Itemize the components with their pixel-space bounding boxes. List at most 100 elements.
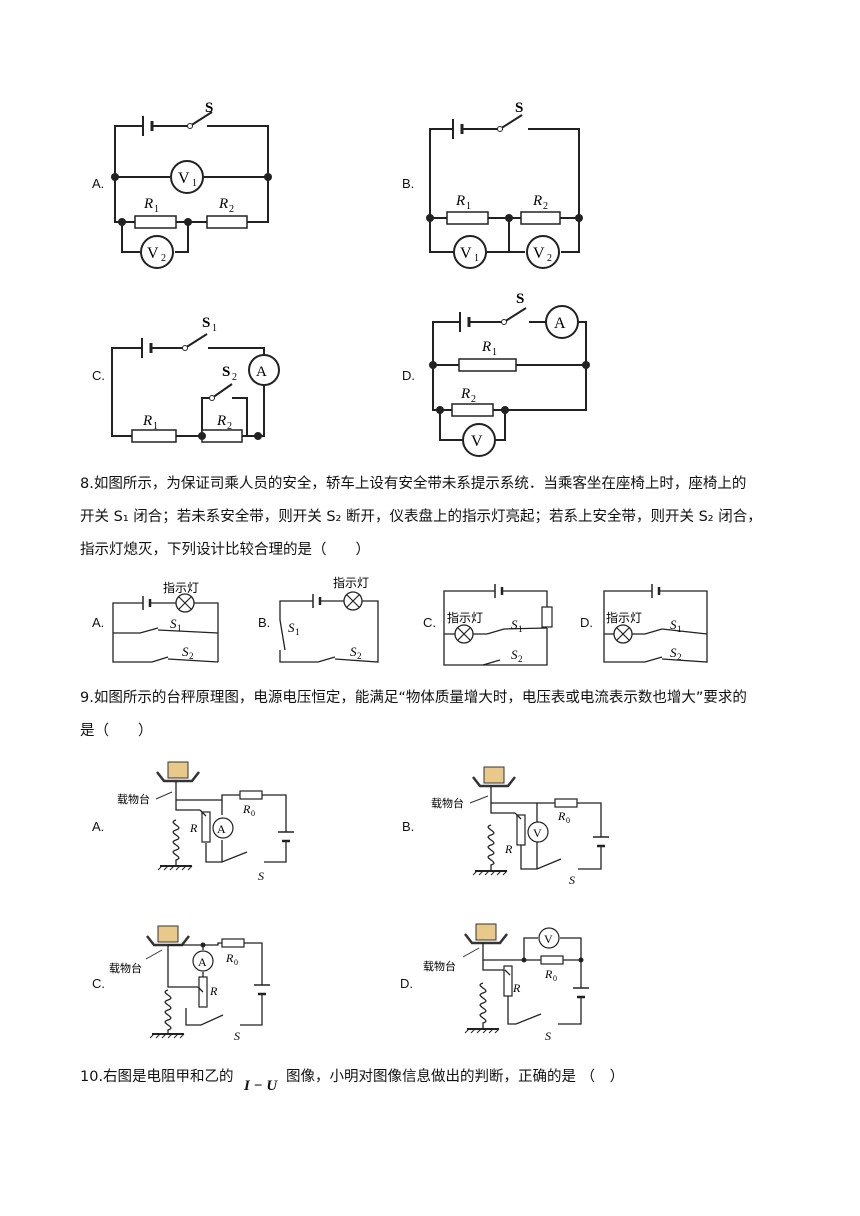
switch-label: S [205, 100, 213, 116]
q7-option-d-label[interactable]: D. [402, 368, 415, 383]
svg-text:A: A [198, 955, 207, 969]
q7-option-b-label[interactable]: B. [402, 176, 415, 191]
svg-text:2: 2 [357, 651, 362, 661]
svg-text:R: R [242, 802, 251, 816]
q8-option-c-label[interactable]: C. [423, 615, 436, 630]
svg-text:V: V [460, 245, 472, 262]
svg-text:0: 0 [553, 974, 557, 983]
q9-line-1: 9.如图所示的台秤原理图，电源电压恒定，能满足“物体质量增大时，电压表或电流表示… [80, 690, 747, 706]
svg-text:1: 1 [295, 627, 300, 637]
q7-option-a-label[interactable]: A. [92, 176, 105, 191]
svg-text:R: R [455, 193, 465, 209]
svg-text:S: S [545, 1029, 551, 1043]
svg-text:R: R [218, 196, 228, 212]
svg-text:2: 2 [189, 651, 194, 661]
svg-text:指示灯: 指示灯 [163, 580, 199, 595]
svg-text:R: R [189, 821, 198, 835]
svg-text:S: S [511, 617, 518, 632]
svg-text:0: 0 [234, 958, 238, 967]
svg-text:1: 1 [474, 253, 479, 264]
svg-text:V: V [533, 245, 545, 262]
svg-text:R: R [544, 967, 553, 981]
svg-text:R: R [142, 413, 152, 429]
svg-text:1: 1 [492, 347, 497, 358]
svg-text:载物台: 载物台 [431, 796, 464, 810]
svg-text:2: 2 [543, 201, 548, 212]
svg-text:S: S [234, 1029, 240, 1043]
svg-text:R: R [209, 984, 218, 998]
svg-text:V: V [178, 170, 190, 187]
svg-text:载物台: 载物台 [423, 959, 456, 973]
svg-text:2: 2 [161, 253, 166, 264]
svg-text:V: V [533, 826, 542, 840]
svg-text:1: 1 [153, 421, 158, 432]
svg-text:2: 2 [547, 253, 552, 264]
svg-text:1: 1 [192, 178, 197, 189]
svg-text:A: A [256, 364, 267, 380]
svg-text:0: 0 [566, 816, 570, 825]
svg-text:R: R [481, 339, 491, 355]
svg-text:S: S [515, 100, 523, 116]
svg-text:载物台: 载物台 [117, 792, 150, 806]
svg-text:2: 2 [232, 372, 237, 383]
svg-text:V: V [147, 245, 159, 262]
svg-text:R: R [143, 196, 153, 212]
q9-question: 9.如图所示的台秤原理图，电源电压恒定，能满足“物体质量增大时，电压表或电流表示… [80, 682, 790, 748]
svg-text:R: R [460, 386, 470, 402]
q9-option-b-label[interactable]: B. [402, 819, 415, 834]
q8-question: 8.如图所示，为保证司乘人员的安全，轿车上设有安全带未系提示系统．当乘客坐在座椅… [80, 468, 780, 567]
svg-text:V: V [471, 433, 483, 450]
svg-text:指示灯: 指示灯 [606, 610, 642, 625]
svg-text:2: 2 [518, 654, 523, 664]
svg-text:0: 0 [251, 809, 255, 818]
svg-text:V: V [544, 932, 553, 946]
svg-text:S: S [511, 647, 518, 662]
svg-text:2: 2 [471, 394, 476, 405]
svg-text:R: R [557, 809, 566, 823]
svg-text:2: 2 [227, 421, 232, 432]
svg-text:A: A [217, 822, 226, 836]
svg-text:R: R [504, 842, 513, 856]
svg-text:指示灯: 指示灯 [333, 575, 369, 590]
q9-line-2: 是（ ） [80, 723, 153, 739]
svg-text:S: S [182, 644, 189, 659]
svg-text:2: 2 [677, 652, 682, 662]
q8-option-d-label[interactable]: D. [580, 615, 593, 630]
svg-text:S: S [516, 291, 524, 307]
svg-text:S: S [170, 616, 177, 631]
q9-option-c-label[interactable]: C. [92, 976, 105, 991]
q8-line-3: 指示灯熄灭，下列设计比较合理的是（ ） [80, 542, 370, 558]
q8-line-1: 8.如图所示，为保证司乘人员的安全，轿车上设有安全带未系提示系统．当乘客坐在座椅… [80, 476, 747, 492]
svg-text:S: S [258, 869, 264, 883]
q9-option-a-label[interactable]: A. [92, 819, 105, 834]
svg-text:R: R [512, 981, 521, 995]
svg-text:S: S [202, 315, 210, 331]
q8-option-a-label[interactable]: A. [92, 615, 105, 630]
svg-text:S: S [288, 620, 295, 635]
svg-text:2: 2 [229, 204, 234, 215]
svg-text:1: 1 [466, 201, 471, 212]
q10-suffix: 图像，小明对图像信息做出的判断，正确的是 （ ） [286, 1069, 625, 1085]
svg-text:R: R [532, 193, 542, 209]
svg-text:指示灯: 指示灯 [447, 610, 483, 625]
svg-text:R: R [216, 413, 226, 429]
q7-option-c-label[interactable]: C. [92, 368, 105, 383]
q10-prefix: 10.右图是电阻甲和乙的 [80, 1069, 234, 1085]
svg-text:A: A [554, 315, 566, 332]
svg-text:S: S [670, 617, 677, 632]
svg-text:S: S [569, 873, 575, 887]
svg-text:1: 1 [518, 624, 523, 634]
q8-option-b-label[interactable]: B. [258, 615, 271, 630]
svg-text:1: 1 [177, 623, 182, 633]
svg-text:S: S [222, 364, 230, 380]
q9-option-d-label[interactable]: D. [400, 976, 413, 991]
